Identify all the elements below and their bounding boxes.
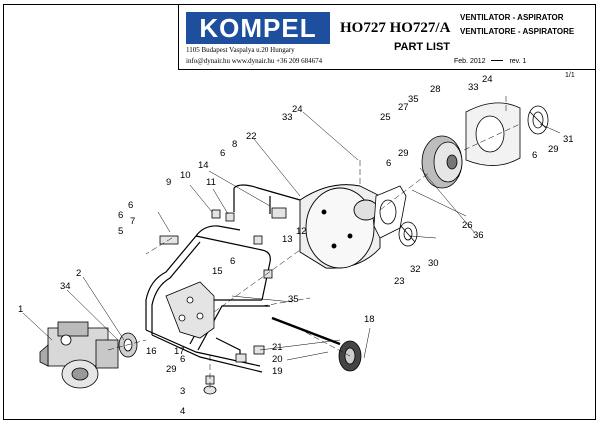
leader-lines bbox=[22, 111, 561, 361]
engine-part bbox=[39, 321, 119, 389]
gasket-part bbox=[373, 185, 407, 239]
impeller-part bbox=[421, 135, 463, 189]
part-callout-31: 31 bbox=[563, 134, 574, 145]
part-callout-4: 4 bbox=[180, 406, 185, 417]
part-callout-34: 34 bbox=[60, 281, 71, 292]
date-text: Feb. 2012 bbox=[454, 58, 486, 65]
part-callout-24: 24 bbox=[482, 74, 493, 85]
part-callout-29: 29 bbox=[548, 144, 559, 155]
part-callout-17: 17 bbox=[174, 346, 185, 357]
axle-wheel-part bbox=[271, 316, 362, 372]
part-callout-6: 6 bbox=[128, 200, 133, 211]
date-divider bbox=[491, 60, 504, 61]
brand-logo: KOMPEL bbox=[186, 12, 330, 44]
fan-housing-part bbox=[299, 184, 381, 269]
part-callout-11: 11 bbox=[206, 177, 216, 188]
part-callout-8: 8 bbox=[232, 139, 237, 150]
part-callout-15: 15 bbox=[212, 266, 223, 277]
explosion-lines bbox=[107, 96, 521, 390]
document-title: PART LIST bbox=[394, 41, 451, 53]
part-callout-29: 29 bbox=[166, 364, 177, 375]
part-callout-33: 33 bbox=[468, 82, 479, 93]
part-callout-24: 24 bbox=[292, 104, 303, 115]
model-number: HO727 HO727/A bbox=[340, 20, 451, 36]
revision-text: rev. 1 bbox=[509, 58, 527, 65]
revision-date: Feb. 2012 rev. 1 bbox=[454, 58, 526, 65]
part-callout-25: 25 bbox=[380, 112, 391, 123]
title-block bbox=[178, 4, 596, 70]
contact-line: info@dynair.hu www.dynair.hu +36 209 684… bbox=[186, 57, 323, 65]
cover-plate-part bbox=[465, 102, 521, 166]
sheet-number: 1/1 bbox=[565, 72, 575, 79]
guard-grill-part bbox=[398, 105, 549, 247]
part-callout-29: 29 bbox=[398, 148, 409, 159]
part-callout-6: 6 bbox=[532, 150, 537, 161]
part-callout-7: 7 bbox=[130, 216, 135, 227]
part-callout-36: 36 bbox=[473, 230, 484, 241]
part-callout-6: 6 bbox=[386, 158, 391, 169]
part-callout-3: 3 bbox=[180, 386, 185, 397]
part-callout-13: 13 bbox=[282, 234, 293, 245]
callout-labels: 1234567691011614822332415613123517162963… bbox=[18, 74, 574, 417]
drawing-frame bbox=[3, 4, 596, 420]
part-callout-9: 9 bbox=[166, 177, 171, 188]
part-callout-35: 35 bbox=[288, 294, 299, 305]
description-it: VENTILATORE - ASPIRATORE bbox=[460, 27, 575, 36]
part-callout-18: 18 bbox=[364, 314, 375, 325]
part-callout-14: 14 bbox=[198, 160, 209, 171]
part-callout-28: 28 bbox=[430, 84, 441, 95]
part-callout-19: 19 bbox=[272, 366, 283, 377]
part-callout-22: 22 bbox=[246, 131, 257, 142]
description-hu: VENTILATOR - ASPIRATOR bbox=[460, 13, 564, 22]
part-callout-23: 23 bbox=[394, 276, 405, 287]
part-callout-6: 6 bbox=[180, 354, 185, 365]
part-callout-26: 26 bbox=[462, 220, 473, 231]
part-callout-20: 20 bbox=[272, 354, 283, 365]
address-line: 1105 Budapest Vaspalya u.20 Hungary bbox=[186, 46, 295, 54]
part-callout-6: 6 bbox=[230, 256, 235, 267]
part-callout-6: 6 bbox=[220, 148, 225, 159]
part-callout-12: 12 bbox=[296, 226, 307, 237]
part-callout-21: 21 bbox=[272, 342, 283, 353]
part-callout-35: 35 bbox=[408, 94, 419, 105]
part-callout-10: 10 bbox=[180, 170, 191, 181]
part-callout-33: 33 bbox=[282, 112, 293, 123]
part-callout-5: 5 bbox=[118, 226, 123, 237]
part-callout-1: 1 bbox=[18, 304, 23, 315]
part-callout-16: 16 bbox=[146, 346, 157, 357]
bracket-plate-part bbox=[165, 281, 215, 339]
part-callout-2: 2 bbox=[76, 268, 81, 279]
part-callout-32: 32 bbox=[410, 264, 421, 275]
part-callout-27: 27 bbox=[398, 102, 409, 113]
part-callout-30: 30 bbox=[428, 258, 439, 269]
part-callout-6: 6 bbox=[118, 210, 123, 221]
